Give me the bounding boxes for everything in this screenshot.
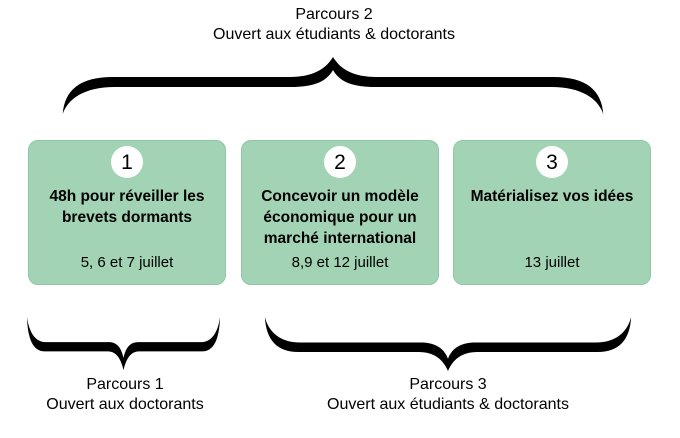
step-card-1: 1 48h pour réveiller les brevets dormant…: [28, 140, 226, 285]
step-2-date: 8,9 et 12 juillet: [291, 254, 389, 271]
step-1-number: 1: [121, 150, 133, 174]
step-3-title: Matérialisez vos idées: [470, 188, 634, 205]
parcours-2-subtitle: Ouvert aux étudiants & doctorants: [213, 26, 455, 43]
step-card-3: 3 Matérialisez vos idées 13 juillet: [453, 140, 651, 285]
step-2-number: 2: [334, 150, 346, 174]
parcours-3-label: Parcours 3 Ouvert aux étudiants & doctor…: [248, 375, 648, 415]
bottom-right-curly-brace: [264, 316, 632, 372]
step-1-title: 48h pour réveiller les brevets dormants: [49, 188, 205, 226]
step-3-number-badge: 3: [536, 146, 568, 178]
step-1-number-badge: 1: [111, 146, 143, 178]
step-2-title: Concevoir un modèle économique pour un m…: [261, 188, 419, 247]
parcours-3-subtitle: Ouvert aux étudiants & doctorants: [327, 396, 569, 413]
step-1-date: 5, 6 et 7 juillet: [80, 254, 174, 271]
step-3-number: 3: [546, 150, 558, 174]
parcours-1-title: Parcours 1: [86, 376, 164, 393]
step-3-date: 13 juillet: [524, 254, 580, 271]
step-2-number-badge: 2: [324, 146, 356, 178]
parcours-1-label: Parcours 1 Ouvert aux doctorants: [0, 375, 250, 415]
parcours-3-title: Parcours 3: [409, 376, 487, 393]
step-card-2: 2 Concevoir un modèle économique pour un…: [241, 140, 439, 285]
top-curly-brace: [62, 57, 604, 114]
parcours-2-label: Parcours 2 Ouvert aux étudiants & doctor…: [134, 5, 534, 45]
parcours-1-subtitle: Ouvert aux doctorants: [46, 396, 204, 413]
parcours-2-title: Parcours 2: [295, 6, 373, 23]
bottom-left-curly-brace: [26, 316, 221, 371]
